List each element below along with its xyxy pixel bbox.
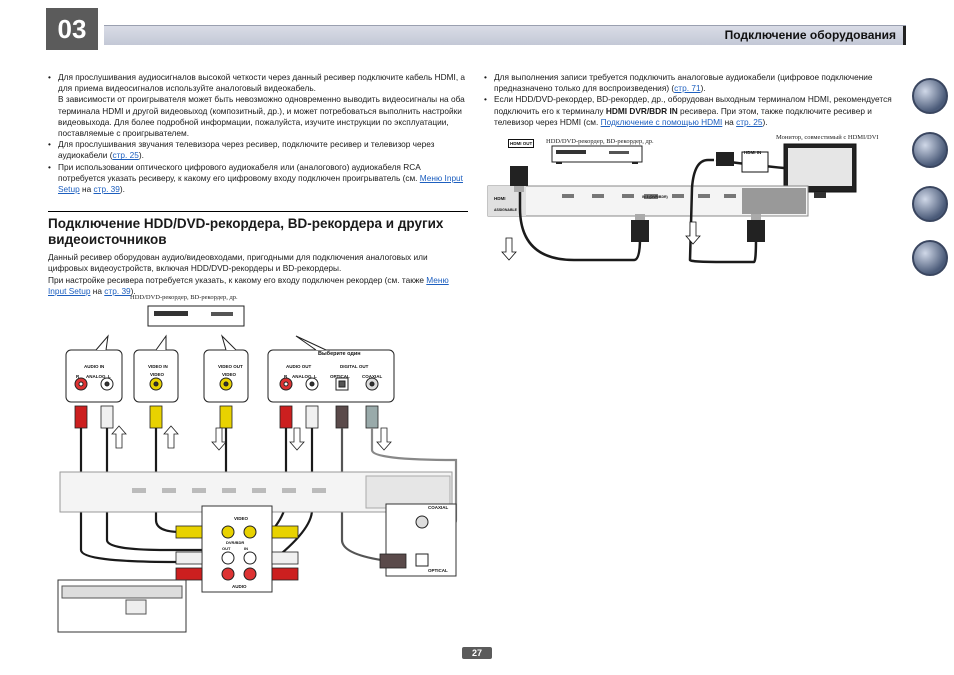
page-number: 27 [462, 647, 492, 659]
choose-one-label: Выберите один [318, 351, 361, 357]
page-link[interactable]: стр. 39 [93, 184, 120, 195]
recorder-label: HDD/DVD-рекордер, BD-рекордер, др. [130, 294, 238, 301]
out-label: OUT [222, 546, 231, 551]
hdmi-out-label: HDMI OUT [508, 139, 535, 148]
analog-label: ANALOG [86, 374, 106, 379]
optical-port-label: OPTICAL [428, 568, 448, 573]
coaxial-port-label: COAXIAL [428, 505, 449, 510]
input-setup-link[interactable]: Меню Input Setup [58, 172, 463, 195]
list-item: Для выполнения записи требуется подключи… [484, 72, 909, 94]
header-bar: Подключение оборудования [104, 25, 906, 45]
in-label: IN [244, 546, 248, 551]
right-column: Для выполнения записи требуется подключи… [484, 72, 909, 128]
input-setup-link[interactable]: Меню Input Setup [48, 274, 449, 296]
header-title: Подключение оборудования [724, 28, 896, 42]
header-bar-end [903, 26, 906, 45]
chapter-number: 03 [46, 8, 98, 50]
page-link[interactable]: стр. 25 [112, 150, 139, 161]
video-label: VIDEO [150, 372, 165, 377]
audio-out-label: AUDIO OUT [286, 364, 312, 369]
hdmi-connection-diagram [487, 143, 857, 264]
monitor-label: Монитор, совместимый с HDMI/DVI [776, 134, 879, 141]
hdmi-panel-label: HDMI [494, 196, 506, 201]
list-item: Если HDD/DVD-рекордер, BD-рекордер, др.,… [484, 94, 909, 128]
in-dvr-label: IN 3 (DVR/BDR) [642, 195, 668, 199]
digital-out-label: DIGITAL OUT [340, 364, 369, 369]
r-label: R [76, 374, 80, 379]
video-label: VIDEO [222, 372, 237, 377]
analog-label: ANALOG [292, 374, 312, 379]
left-column: Для прослушивания аудиосигналов высокой … [48, 72, 468, 297]
tools-icon[interactable] [912, 240, 948, 276]
assignable-label: ASSIGNABLE [494, 208, 517, 212]
coaxial-label: COAXIAL [362, 374, 383, 379]
recorder-label: HDD/DVD-рекордер, BD-рекордер, др. [546, 138, 654, 145]
video-in-label: VIDEO IN [148, 364, 168, 369]
book-icon[interactable] [912, 78, 948, 114]
video-port-label: VIDEO [234, 516, 249, 521]
l-label: L [108, 374, 111, 379]
dvr-bdr-label: DVR/BDR [226, 540, 245, 545]
paragraph: При настройке ресивера потребуется указа… [48, 274, 449, 296]
page-link[interactable]: стр. 71 [674, 83, 701, 94]
page-link[interactable]: стр. 25 [736, 116, 763, 127]
list-item: Для прослушивания звучания телевизора че… [48, 139, 468, 161]
audio-port-label: AUDIO [232, 584, 247, 589]
list-item: Для прослушивания аудиосигналов высокой … [48, 72, 468, 139]
l-label: L [314, 374, 317, 379]
hdmi-connection-link[interactable]: Подключение с помощью HDMI [600, 116, 723, 127]
r-label: R [284, 374, 288, 379]
paragraph: Данный ресивер оборудован аудио/видеовхо… [48, 252, 428, 274]
hdmi-in-label: HDMI IN [744, 150, 762, 155]
section-title: Подключение HDD/DVD-рекордера, BD-рекорд… [48, 211, 468, 248]
list-item: При использовании оптического цифрового … [48, 162, 468, 196]
faq-icon[interactable] [912, 186, 948, 222]
video-out-label: VIDEO OUT [218, 364, 243, 369]
analog-connection-diagram [57, 305, 458, 633]
remote-icon[interactable] [912, 132, 948, 168]
audio-in-label: AUDIO IN [84, 364, 105, 369]
optical-label: OPTICAL [330, 374, 350, 379]
page-link[interactable]: стр. 39 [104, 285, 131, 296]
